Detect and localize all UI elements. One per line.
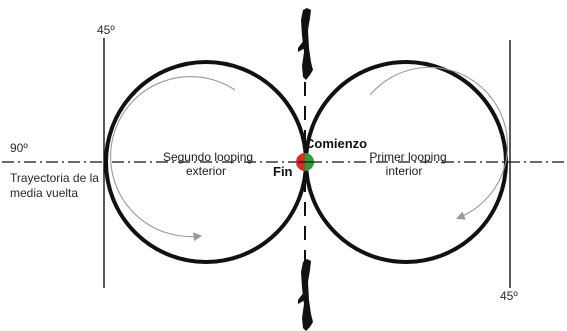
trajectory-label-line2: media vuelta bbox=[10, 186, 78, 200]
start-end-marker bbox=[296, 153, 314, 171]
trajectory-label-line1: Trayectoria de la bbox=[10, 171, 99, 185]
start-label: Comienzo bbox=[305, 136, 367, 151]
left-loop-label-line2: exterior bbox=[186, 164, 226, 178]
end-label: Fin bbox=[273, 164, 293, 179]
aircraft-top-icon bbox=[298, 8, 313, 80]
left-loop-label-line1: Segundo looping bbox=[163, 150, 253, 164]
right-loop-label-line2: interior bbox=[386, 164, 423, 178]
right-loop-label-line1: Primer looping bbox=[369, 150, 446, 164]
aircraft-bottom-icon bbox=[298, 259, 313, 331]
angle-label-left: 90º bbox=[10, 141, 28, 155]
angle-label-top-left: 45º bbox=[97, 23, 115, 37]
angle-label-bottom-right: 45º bbox=[500, 289, 518, 303]
right-loop-direction-arrow bbox=[370, 67, 508, 218]
